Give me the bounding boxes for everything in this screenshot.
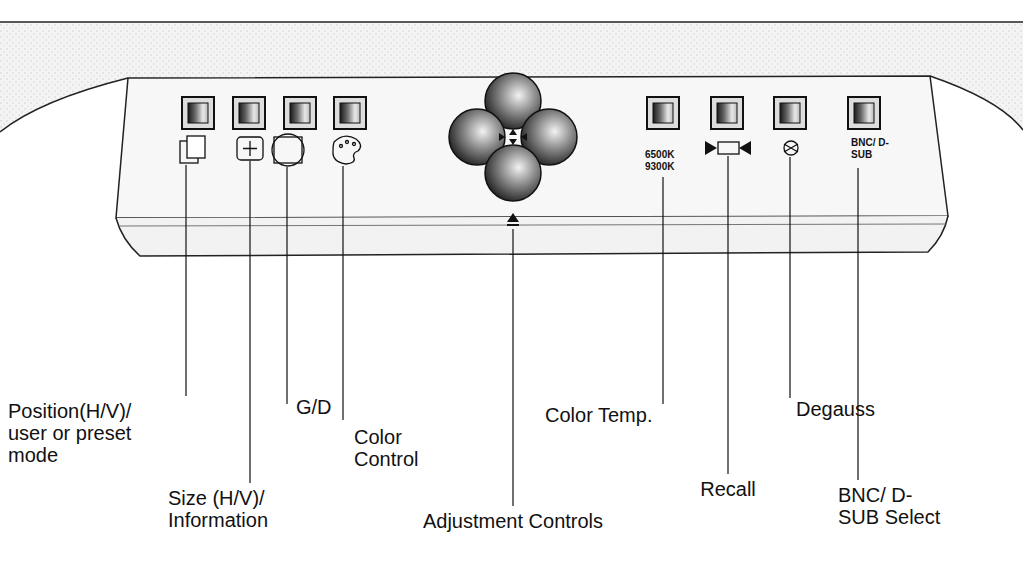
- callout-label: Adjustment Controls: [393, 510, 633, 532]
- callout-label: Recall: [692, 478, 764, 500]
- callout-label: BNC/ D-SUB Select: [838, 484, 950, 528]
- callout-label: Position(H/V)/ user or preset mode: [8, 400, 168, 466]
- callout-label: Size (H/V)/ Information: [168, 487, 283, 531]
- callout-label: Color Control: [354, 426, 434, 470]
- input-marking: BNC/ D-SUB: [851, 137, 891, 161]
- callout-label: Degauss: [796, 398, 896, 420]
- callout-label: G/D: [296, 396, 356, 418]
- callout-label: Color Temp.: [545, 404, 675, 426]
- temp-marking: 6500K 9300K: [645, 149, 685, 173]
